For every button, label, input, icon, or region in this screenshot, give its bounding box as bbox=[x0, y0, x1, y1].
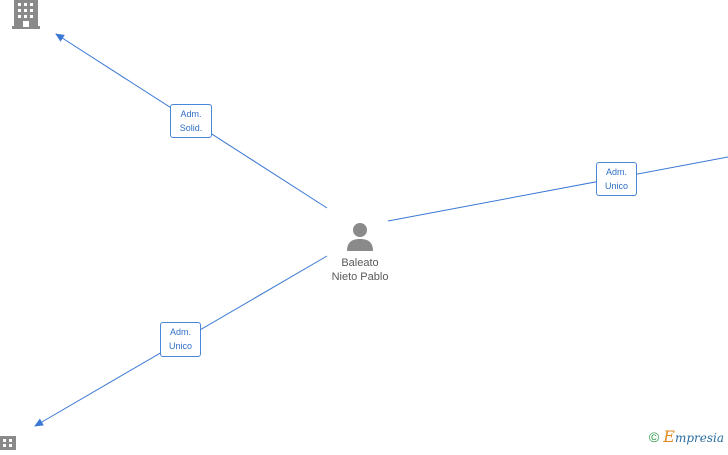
copyright-symbol: © bbox=[648, 429, 660, 445]
edge-label-line1: Adm. bbox=[169, 327, 191, 337]
edge-label-adm-unico-left[interactable]: Adm. Unico bbox=[160, 322, 201, 357]
company-node-top[interactable] bbox=[10, 0, 42, 35]
edge-label-adm-solid[interactable]: Adm. Solid. bbox=[170, 104, 212, 138]
company-node-bottom[interactable] bbox=[0, 436, 18, 455]
copyright-brand: ©Empresia bbox=[649, 427, 724, 446]
edge-to-company-right bbox=[387, 156, 728, 222]
building-icon bbox=[12, 0, 40, 29]
person-name: Baleato Nieto Pablo bbox=[318, 256, 402, 284]
person-name-line2: Nieto Pablo bbox=[331, 271, 389, 283]
brand-logo-initial: E bbox=[663, 427, 675, 446]
person-name-line1: Baleato bbox=[341, 257, 379, 269]
person-icon bbox=[347, 223, 373, 251]
edge-label-line2: Solid. bbox=[179, 123, 203, 133]
edge-label-adm-unico-right[interactable]: Adm. Unico bbox=[596, 162, 637, 196]
edge-label-line2: Unico bbox=[168, 341, 192, 351]
edge-label-line1: Adm. bbox=[180, 109, 202, 119]
edge-label-line2: Unico bbox=[604, 181, 628, 191]
person-node[interactable]: Baleato Nieto Pablo bbox=[318, 222, 402, 284]
building-icon bbox=[0, 436, 16, 450]
brand-logo-text: mpresia bbox=[674, 431, 724, 445]
edge-label-line1: Adm. bbox=[605, 167, 627, 177]
